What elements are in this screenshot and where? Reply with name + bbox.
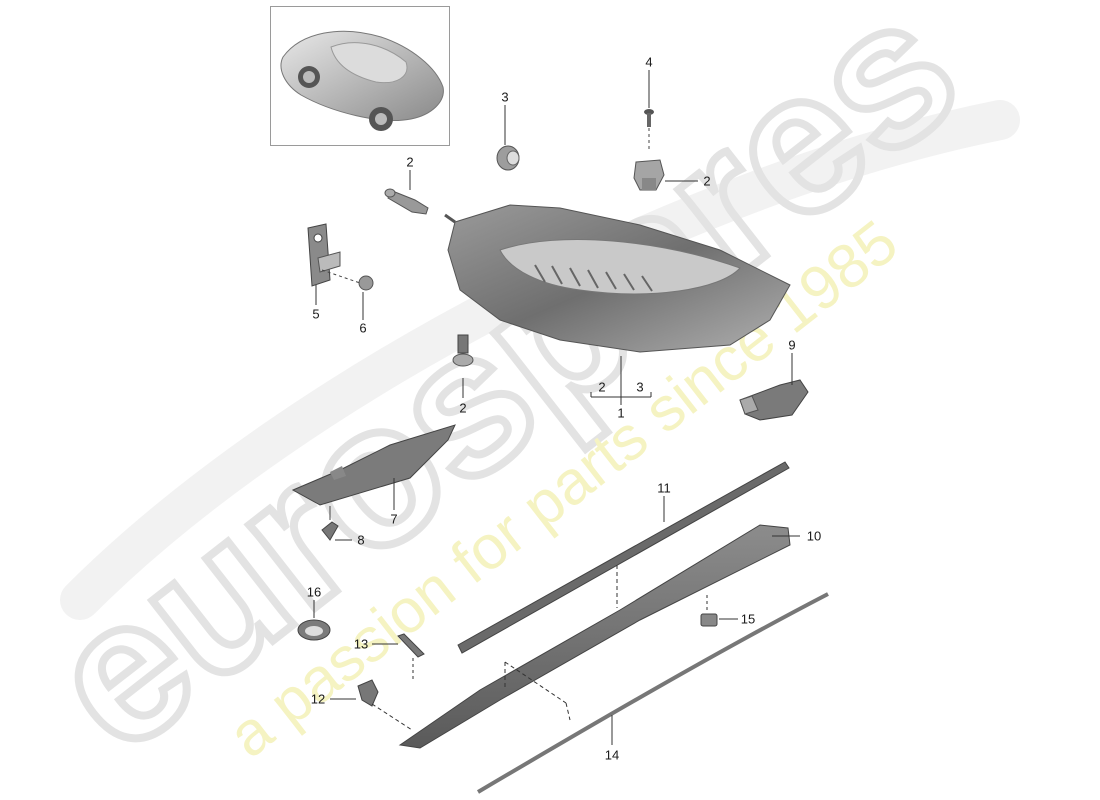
grommet-part xyxy=(496,145,520,171)
bracket-part xyxy=(307,223,361,287)
callout-8: 8 xyxy=(357,532,365,548)
callout-11: 11 xyxy=(657,480,671,496)
car-icon xyxy=(280,30,444,131)
callout-1: 1 xyxy=(617,405,625,421)
callout-13: 13 xyxy=(353,636,369,652)
callout-15: 15 xyxy=(740,611,756,627)
callout-1-sub-3: 3 xyxy=(636,379,644,395)
nut-part xyxy=(633,159,665,191)
pad-part xyxy=(397,633,425,680)
clip-bracket-part xyxy=(357,679,413,731)
callout-5: 5 xyxy=(312,306,320,322)
callout-10: 10 xyxy=(806,528,822,544)
vehicle-thumbnail xyxy=(270,6,450,146)
edge-strip-part xyxy=(476,592,829,794)
callout-6: 6 xyxy=(359,320,367,336)
callout-4: 4 xyxy=(645,54,653,70)
callout-16: 16 xyxy=(306,584,322,600)
leader-lines xyxy=(313,70,800,745)
trim-strip-part xyxy=(398,524,791,749)
spacer-part xyxy=(700,613,718,627)
stud-part xyxy=(384,188,429,215)
callout-2-stud: 2 xyxy=(406,154,414,170)
screw-part xyxy=(644,109,654,152)
grommet-ring-part xyxy=(297,619,331,641)
trim-panel-part xyxy=(291,424,456,506)
stud-part-lower xyxy=(452,334,474,367)
licence-lamp-part xyxy=(739,379,809,421)
clip-part xyxy=(321,506,339,541)
callout-1-sub-2: 2 xyxy=(598,379,606,395)
bolt-part xyxy=(358,275,374,291)
tail-light-assembly xyxy=(444,204,791,353)
callout-2-nut: 2 xyxy=(703,173,711,189)
callout-7: 7 xyxy=(390,511,398,527)
callout-9: 9 xyxy=(788,337,796,353)
callout-14: 14 xyxy=(604,747,620,763)
callout-12: 12 xyxy=(310,691,326,707)
callout-2-lower: 2 xyxy=(459,400,467,416)
callout-3: 3 xyxy=(501,89,509,105)
seal-strip-part xyxy=(457,461,790,654)
